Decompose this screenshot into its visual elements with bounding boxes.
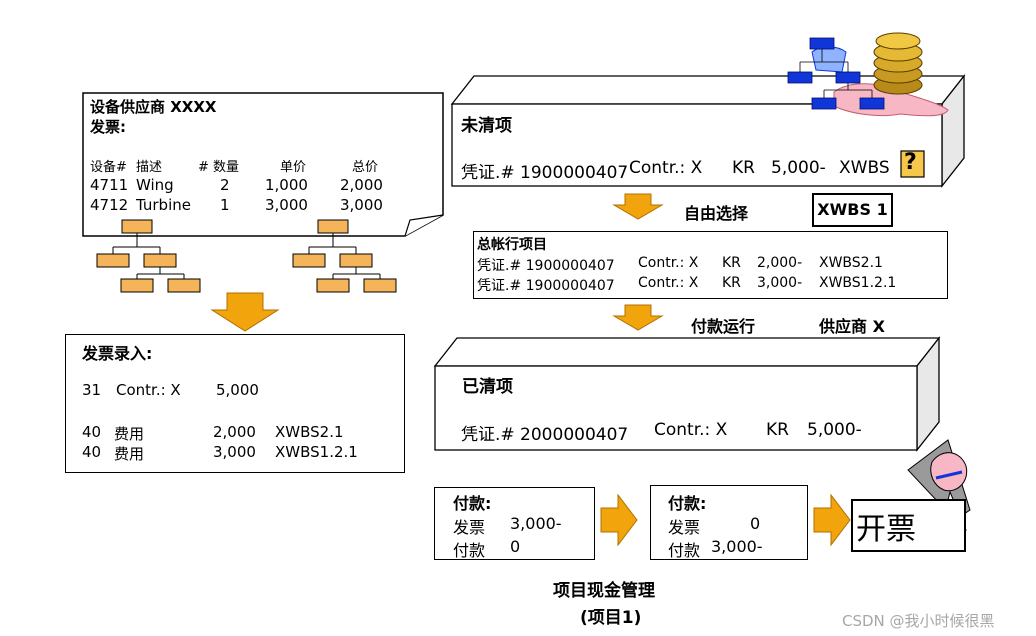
contract: Contr.: X	[654, 420, 728, 440]
right-arrow-1	[600, 493, 638, 547]
invoice-cell: Wing	[136, 176, 174, 194]
voucher-number: 凭证.# 2000000407	[461, 425, 629, 445]
billing-box	[851, 499, 966, 552]
entry-amount: 2,000	[213, 423, 256, 441]
amount: 5,000-	[771, 158, 826, 178]
contract: Contr.: X	[629, 158, 703, 178]
invoice-cell: 4711	[90, 176, 129, 194]
kr-label: KR	[732, 158, 755, 178]
entry-key: 31	[82, 381, 102, 399]
invoice-entry-box	[65, 334, 405, 473]
entry-wbs: XWBS2.1	[275, 423, 344, 441]
watermark: CSDN @我小时候很黑	[842, 612, 995, 630]
entry-line: 40 费用 3,000 XWBS1.2.1	[82, 443, 392, 463]
entry-key: 40	[82, 443, 102, 461]
cleared-items-3d-box	[433, 336, 941, 452]
invoice-col-unit: 单价	[280, 160, 307, 175]
down-arrow-payment-run	[612, 304, 664, 331]
gl-voucher: 凭证.# 1900000407	[477, 258, 615, 274]
wbs: XWBS	[839, 158, 890, 178]
gl-items-box	[473, 231, 948, 299]
right-arrow-2	[813, 493, 851, 547]
payment-run-label: 付款运行	[691, 317, 756, 336]
cleared-items-line: 凭证.# 2000000407 Contr.: X KR 5,000-	[461, 420, 881, 445]
free-selection-value-box: XWBS 1	[812, 193, 893, 227]
invoice-cell: Turbine	[136, 196, 191, 214]
invoice-cell: 4712	[90, 196, 129, 214]
invoice-cell: 3,000	[265, 196, 308, 214]
gl-kr: KR	[722, 275, 741, 291]
kr-label: KR	[766, 420, 789, 440]
invoice-col-qty: # 数量	[198, 160, 240, 175]
free-selection-label: 自由选择	[684, 204, 749, 223]
payment-1-title: 付款:	[453, 494, 492, 513]
gl-kr: KR	[722, 255, 741, 271]
invoice-cell: 1	[220, 196, 230, 214]
payment-box-1	[434, 487, 595, 560]
billing-label: 开票	[856, 512, 916, 547]
org-tree-right	[292, 219, 397, 293]
invoice-cell: 3,000	[340, 196, 383, 214]
payment-2-invoice-value: 0	[750, 514, 761, 533]
payment-2-pay-label: 付款	[668, 541, 701, 560]
invoice-cell: 2,000	[340, 176, 383, 194]
payment-1-pay-label: 付款	[453, 541, 486, 560]
gl-contract: Contr.: X	[638, 275, 699, 291]
open-items-line: 凭证.# 1900000407 Contr.: X KR 5,000- XWBS	[461, 158, 891, 183]
org-tree-left	[96, 219, 201, 293]
invoice-entry-title: 发票录入:	[82, 344, 153, 363]
gl-row: 凭证.# 1900000407 Contr.: X KR 3,000- XWBS…	[477, 275, 917, 294]
entry-desc: 费用	[114, 425, 145, 443]
invoice-col-total: 总价	[352, 160, 379, 175]
entry-desc: 费用	[114, 445, 145, 463]
gl-wbs: XWBS2.1	[819, 255, 883, 271]
open-items-title: 未清项	[461, 116, 512, 136]
caption-line1: 项目现金管理	[553, 581, 655, 601]
entry-wbs: XWBS1.2.1	[275, 443, 358, 461]
entry-line: 31 Contr.: X 5,000	[82, 381, 392, 401]
entry-amount: 5,000	[216, 381, 259, 399]
question-icon-box	[900, 150, 925, 178]
gl-amount: 2,000-	[757, 255, 803, 271]
entry-amount: 3,000	[213, 443, 256, 461]
payment-2-title: 付款:	[668, 494, 707, 513]
invoice-label: 发票:	[90, 118, 126, 136]
invoice-paper-fold	[404, 214, 444, 237]
invoice-col-device: 设备#	[90, 160, 127, 175]
gl-voucher: 凭证.# 1900000407	[477, 278, 615, 294]
entry-line: 40 费用 2,000 XWBS2.1	[82, 423, 392, 443]
gl-items-title: 总帐行项目	[477, 237, 547, 253]
invoice-row: 4712 Turbine 1 3,000 3,000	[90, 196, 430, 216]
gl-wbs: XWBS1.2.1	[819, 275, 897, 291]
vendor-title: 设备供应商 XXXX	[90, 98, 217, 116]
payment-run-vendor: 供应商 X	[819, 317, 885, 336]
invoice-cell: 2	[220, 176, 230, 194]
cleared-items-title: 已清项	[462, 377, 513, 397]
payment-1-pay-value: 0	[510, 537, 521, 556]
entry-desc: Contr.: X	[116, 381, 181, 399]
voucher-number: 凭证.# 1900000407	[461, 163, 629, 183]
amount: 5,000-	[807, 420, 862, 440]
gl-contract: Contr.: X	[638, 255, 699, 271]
down-arrow-free-selection	[612, 193, 664, 220]
payment-1-invoice-label: 发票	[453, 518, 486, 537]
down-arrow-left	[210, 292, 280, 332]
invoice-row: 4711 Wing 2 1,000 2,000	[90, 176, 430, 196]
hand-coins-illustration	[787, 32, 949, 117]
payment-2-invoice-label: 发票	[668, 518, 701, 537]
payment-box-2	[650, 485, 808, 560]
invoice-header-row: 设备# 描述 # 数量 单价 总价	[90, 156, 430, 175]
caption-line2: (项目1)	[580, 608, 642, 628]
invoice-col-desc: 描述	[136, 160, 163, 175]
invoice-cell: 1,000	[265, 176, 308, 194]
payment-2-pay-value: 3,000-	[711, 537, 763, 556]
free-selection-value: XWBS 1	[817, 200, 888, 219]
gl-row: 凭证.# 1900000407 Contr.: X KR 2,000- XWBS…	[477, 255, 917, 274]
entry-key: 40	[82, 423, 102, 441]
gl-amount: 3,000-	[757, 275, 803, 291]
question-icon: ?	[904, 150, 917, 175]
payment-1-invoice-value: 3,000-	[510, 514, 562, 533]
